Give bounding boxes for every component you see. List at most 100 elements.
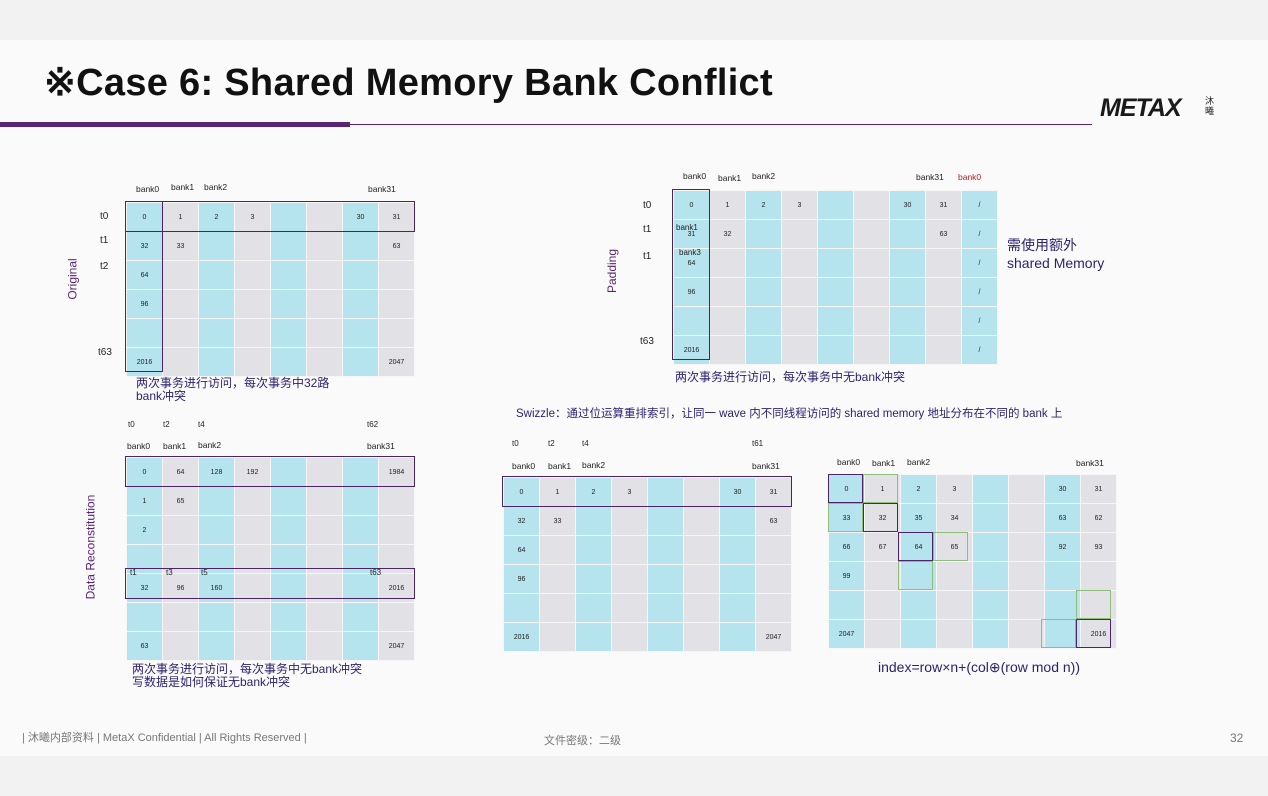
grid-cell: / (961, 306, 998, 336)
grid-cell (853, 190, 890, 220)
grid-cell (864, 590, 901, 620)
grid-cell (745, 277, 782, 307)
caption-line: 写数据是如何保证无bank冲突 (132, 675, 291, 689)
grid-cell (270, 602, 307, 632)
grid-cell (162, 631, 199, 661)
cell-overlay-label: bank1 (676, 223, 698, 232)
caption-line: 两次事务进行访问，每次事务中32路 (136, 376, 330, 390)
grid-cell: 31 (1080, 474, 1117, 504)
grid-cell (817, 277, 854, 307)
grid-row: 64/ (673, 248, 998, 278)
grid-cell (234, 515, 271, 545)
grid-cell (673, 306, 710, 336)
grid-cell (198, 231, 235, 261)
grid-cell (306, 318, 343, 348)
grid-cell: 0 (673, 190, 710, 220)
grid-cell (539, 593, 576, 623)
bank-label: bank2 (907, 457, 931, 467)
grid-cell: 3 (936, 474, 973, 504)
grid-cell: / (961, 335, 998, 365)
grid-cell: 2047 (828, 619, 865, 649)
thread-label: t0 (128, 420, 135, 429)
grid-cell (647, 477, 684, 507)
grid-row (126, 318, 415, 348)
grid-cell: 2 (745, 190, 782, 220)
grid-row: 96 (126, 289, 415, 319)
grid-cell (378, 486, 415, 516)
caption-line: 两次事务进行访问，每次事务中无bank冲突 (132, 662, 363, 676)
grid-cell (709, 306, 746, 336)
bank-label: bank2 (582, 460, 606, 470)
grid-cell (683, 477, 720, 507)
grid-cell: 66 (828, 532, 865, 562)
grid-cell (342, 260, 379, 290)
bank-label: bank0 (127, 441, 151, 451)
thread-label: t5 (201, 568, 208, 577)
grid-cell (817, 219, 854, 249)
grid-cell (781, 335, 818, 365)
grid-cell (1044, 590, 1081, 620)
grid-cell: 0 (126, 202, 163, 232)
grid-cell (853, 248, 890, 278)
grid-cell: 2047 (755, 622, 792, 652)
grid-cell (306, 602, 343, 632)
title-rule-line (350, 124, 1092, 125)
thread-label: t4 (582, 439, 589, 448)
bank-label: bank31 (367, 441, 395, 451)
thread-label: t62 (367, 420, 379, 429)
note-line: 需使用额外 (1007, 237, 1077, 253)
thread-label: t63 (640, 336, 654, 347)
swizzle-target-cell (828, 503, 863, 532)
grid-cell (575, 506, 612, 536)
bank-label: bank31 (916, 172, 944, 182)
bank-label: bank1 (718, 173, 742, 183)
grid-cell (234, 631, 271, 661)
bank-label: bank2 (752, 171, 776, 181)
grid-cell (683, 564, 720, 594)
grid-cell (972, 474, 1009, 504)
grid-cell (575, 564, 612, 594)
grid-cell (1008, 590, 1045, 620)
grid-cell: 2047 (378, 631, 415, 661)
grid-cell (234, 318, 271, 348)
grid-cell: 3 (234, 202, 271, 232)
thread-label: t63 (98, 347, 112, 358)
thread-label: t2 (100, 261, 109, 272)
grid-cell (198, 631, 235, 661)
grid-cell (270, 231, 307, 261)
grid-cell: 2047 (378, 347, 415, 377)
grid-cell: 96 (673, 277, 710, 307)
grid-cell (817, 248, 854, 278)
footer-classification: 文件密级：二级 (544, 735, 621, 747)
grid-cell (306, 486, 343, 516)
original-side-label: Original (65, 258, 80, 300)
grid-cell (972, 503, 1009, 533)
grid-cell (198, 515, 235, 545)
grid-cell (234, 231, 271, 261)
grid-cell: 35 (900, 503, 937, 533)
reconstruction-side-label: Data Reconstitution (83, 494, 98, 600)
grid-cell (306, 260, 343, 290)
grid-cell (817, 190, 854, 220)
grid-cell (234, 347, 271, 377)
grid-cell: 32 (864, 503, 901, 533)
grid-cell (378, 260, 415, 290)
grid-cell (936, 590, 973, 620)
grid-cell: 64 (162, 457, 199, 487)
grid-cell: / (961, 190, 998, 220)
grid-row: / (673, 306, 998, 336)
grid-cell: / (961, 248, 998, 278)
grid-cell (503, 593, 540, 623)
grid-cell: 2 (575, 477, 612, 507)
bank-label: bank0 (136, 184, 160, 194)
